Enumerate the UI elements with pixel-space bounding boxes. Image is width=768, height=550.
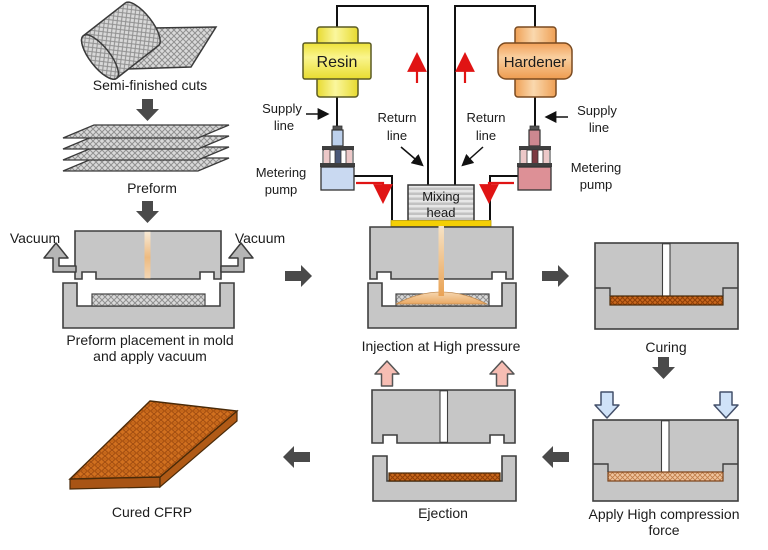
mold-lower-half bbox=[367, 282, 517, 329]
caption-injection: Injection at High pressure bbox=[362, 338, 521, 354]
vacuum-left-label: Vacuum bbox=[10, 230, 60, 246]
return-line-left-label: Return bbox=[377, 110, 416, 125]
pump-right-outlet-pipe bbox=[489, 175, 518, 220]
preform-stack bbox=[62, 124, 230, 172]
resin-return-pipe bbox=[336, 5, 429, 185]
preform-in-mold bbox=[91, 293, 206, 307]
feed-bar bbox=[390, 220, 492, 227]
caption-placement-line1: Preform placement in mold bbox=[66, 332, 233, 348]
return-line-right-label2: line bbox=[476, 128, 496, 143]
flow-arrow-right-1 bbox=[285, 265, 312, 287]
hardener-return-pipe bbox=[454, 5, 536, 185]
cured-cfrp-plate bbox=[68, 400, 239, 490]
vacuum-mold bbox=[43, 230, 254, 329]
vacuum-arrow-right-icon bbox=[220, 242, 254, 273]
supply-line-right-label2: line bbox=[589, 120, 609, 135]
caption-ejection: Ejection bbox=[418, 505, 468, 521]
hardener-tank: Hardener bbox=[497, 26, 573, 98]
compression-mold bbox=[592, 391, 739, 502]
compression-arrow-right-icon bbox=[713, 391, 739, 419]
metering-pump-left-label2: pump bbox=[265, 182, 298, 197]
caption-compression-line1: Apply High compression bbox=[589, 506, 740, 522]
vacuum-right-label: Vacuum bbox=[235, 230, 285, 246]
pump-left-body bbox=[320, 166, 355, 191]
mold-lower-half bbox=[372, 455, 517, 502]
caption-semi-finished-cuts: Semi-finished cuts bbox=[93, 77, 207, 93]
pump-right-flow-arrow bbox=[479, 181, 514, 204]
fabric-roll-face bbox=[80, 34, 120, 80]
uncured-part bbox=[607, 471, 724, 482]
plate-top bbox=[68, 400, 239, 480]
metering-pump-right bbox=[517, 125, 552, 191]
ejection-arrow-right-icon bbox=[489, 360, 515, 387]
flow-arrow-right-2 bbox=[542, 265, 569, 287]
flow-arrow-down-1 bbox=[136, 99, 159, 121]
mixing-head-label2: head bbox=[427, 205, 456, 220]
curing-mold bbox=[594, 242, 739, 330]
injection-channel bbox=[144, 231, 151, 279]
caption-compression-line2: force bbox=[648, 522, 679, 538]
supply-line-left-label2: line bbox=[274, 118, 294, 133]
flow-arrow-left-2 bbox=[283, 446, 310, 468]
return-line-left-pointer bbox=[400, 146, 424, 167]
resin-tank: Resin bbox=[302, 26, 372, 98]
pump-left-outlet-pipe bbox=[354, 175, 393, 220]
cured-part bbox=[388, 472, 501, 482]
piping bbox=[336, 5, 536, 220]
resin-label: Resin bbox=[317, 54, 358, 71]
mold-center-channel bbox=[439, 390, 449, 443]
pump-left-piston bbox=[331, 129, 344, 147]
hardener-label: Hardener bbox=[504, 54, 567, 71]
mold-lower-half bbox=[62, 282, 235, 329]
flow-arrow-down-2 bbox=[136, 201, 159, 223]
metering-pump-left bbox=[320, 125, 355, 191]
pump-right-body bbox=[517, 166, 552, 191]
mixing-head: Mixing head bbox=[407, 184, 475, 224]
caption-curing: Curing bbox=[645, 339, 686, 355]
flow-arrow-down-3 bbox=[652, 357, 675, 379]
return-line-right-label: Return bbox=[466, 110, 505, 125]
caption-cured-cfrp: Cured CFRP bbox=[112, 504, 192, 520]
vacuum-arrow-left-icon bbox=[43, 242, 77, 273]
semi-finished-cuts-icon bbox=[80, 1, 218, 80]
caption-preform: Preform bbox=[127, 180, 177, 196]
preform-sheet bbox=[62, 124, 230, 139]
metering-pump-right-label: Metering bbox=[571, 160, 622, 175]
metering-pump-right-label2: pump bbox=[580, 177, 613, 192]
mold-center-channel bbox=[661, 243, 671, 298]
injection-stream bbox=[438, 226, 444, 296]
parting-line bbox=[593, 463, 738, 472]
injection-mold bbox=[367, 226, 517, 329]
ejection-mold bbox=[371, 360, 517, 502]
mold-center-channel bbox=[660, 420, 670, 474]
return-line-left-label2: line bbox=[387, 128, 407, 143]
supply-line-right-label: Supply bbox=[577, 103, 617, 118]
pump-left-flow-arrow bbox=[356, 181, 393, 204]
cured-part bbox=[609, 295, 724, 306]
mixing-head-label: Mixing bbox=[422, 189, 460, 204]
ejection-arrow-left-icon bbox=[374, 360, 400, 387]
resin-mound bbox=[395, 291, 488, 305]
flow-arrow-left-1 bbox=[542, 446, 569, 468]
caption-placement-line2: and apply vacuum bbox=[93, 348, 207, 364]
parting-line bbox=[595, 287, 738, 296]
supply-line-left-label: Supply bbox=[262, 101, 302, 116]
metering-pump-left-label: Metering bbox=[256, 165, 307, 180]
pump-right-piston bbox=[528, 129, 541, 147]
compression-arrow-left-icon bbox=[594, 391, 620, 419]
return-line-right-pointer bbox=[461, 146, 484, 167]
